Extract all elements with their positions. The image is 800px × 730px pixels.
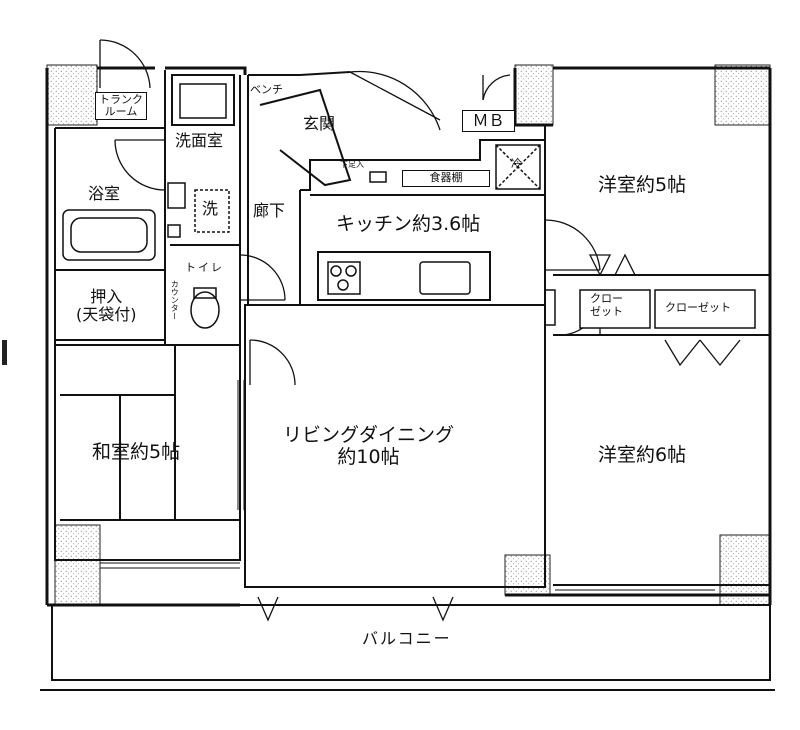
closet-a-label: クロー ゼット bbox=[590, 292, 623, 318]
yoshitsu-6-label: 洋室約6帖 bbox=[598, 444, 687, 466]
washitsu-label: 和室約5帖 bbox=[92, 441, 181, 463]
oshiire-label: 押入 (天袋付) bbox=[76, 287, 137, 325]
structural-columns bbox=[46, 64, 771, 606]
cupboard-label: 食器棚 bbox=[402, 170, 490, 187]
counter-label: カウンター bbox=[170, 280, 180, 320]
trunk-room-label: トランク ルーム bbox=[95, 92, 147, 121]
kitchen-label: キッチン約3.6帖 bbox=[336, 213, 481, 235]
bench-label: ベンチ bbox=[250, 83, 283, 96]
hallway-label: 廊下 bbox=[253, 201, 286, 220]
interior-walls bbox=[40, 70, 775, 691]
toilet-label: トイレ bbox=[185, 261, 224, 274]
fixtures bbox=[62, 83, 556, 329]
doors bbox=[99, 39, 741, 622]
ldk-label: リビングダイニング 約10帖 bbox=[283, 424, 455, 468]
washroom-label: 洗面室 bbox=[175, 131, 224, 150]
fridge-label: 冷 bbox=[511, 157, 522, 170]
bath-label: 浴室 bbox=[88, 184, 121, 203]
windows bbox=[100, 380, 715, 595]
balcony-label: バルコニー bbox=[362, 629, 452, 648]
shoe-box-label: 下足入 bbox=[340, 160, 364, 169]
scale-mark bbox=[2, 340, 7, 365]
washer-label: 洗 bbox=[202, 199, 219, 218]
closet-b-label: クローゼット bbox=[665, 301, 731, 314]
yoshitsu-5-label: 洋室約5帖 bbox=[598, 174, 687, 196]
closets bbox=[579, 289, 756, 329]
entrance-label: 玄関 bbox=[303, 114, 336, 133]
outer-walls bbox=[45, 66, 772, 607]
mb-label: ＭＢ bbox=[462, 110, 515, 133]
